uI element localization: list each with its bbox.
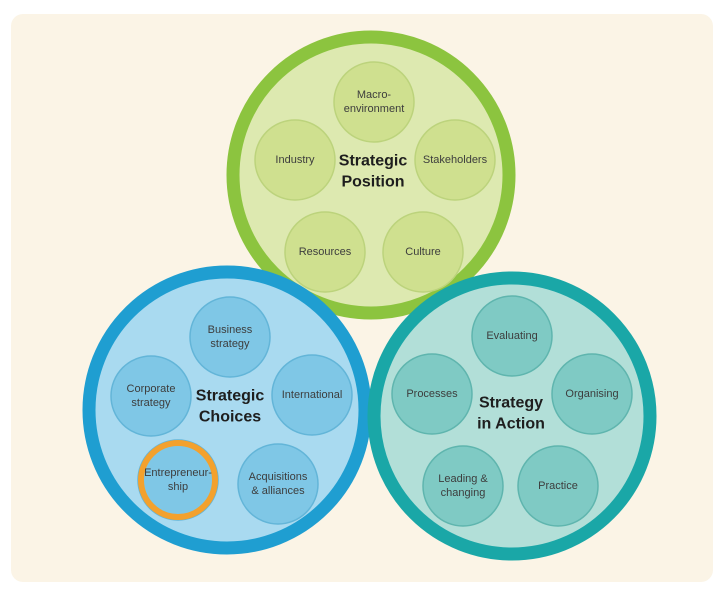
industry-bubble [254,119,336,201]
evaluating-bubble [471,295,553,377]
resources-bubble [284,211,366,293]
processes-bubble [391,353,473,435]
industry-label: Industry [275,154,315,166]
entrepreneurship-highlight-ring [138,440,218,520]
processes-label: Processes [406,388,458,400]
entrepreneurship-label: Entrepreneur-ship [144,467,212,493]
organising-label: Organising [565,388,618,400]
international-bubble [271,354,353,436]
international-label: International [282,389,343,401]
stakeholders-bubble [414,119,496,201]
corporate-strategy-bubble [110,355,192,437]
acquisitions-alliances-bubble [237,443,319,525]
evaluating-label: Evaluating [486,330,537,342]
business-strategy-bubble [189,296,271,378]
practice-bubble [517,445,599,527]
culture-label: Culture [405,246,440,258]
practice-label: Practice [538,480,578,492]
leading-changing-bubble [422,445,504,527]
organising-bubble [551,353,633,435]
leading-changing-label: Leading &changing [438,473,488,499]
culture-bubble [382,211,464,293]
acquisitions-alliances-label: Acquisitions& alliances [249,471,308,497]
macro-environment-bubble [333,61,415,143]
macro-environment-label: Macro-environment [344,89,405,115]
resources-label: Resources [299,246,352,258]
stakeholders-label: Stakeholders [423,154,488,166]
